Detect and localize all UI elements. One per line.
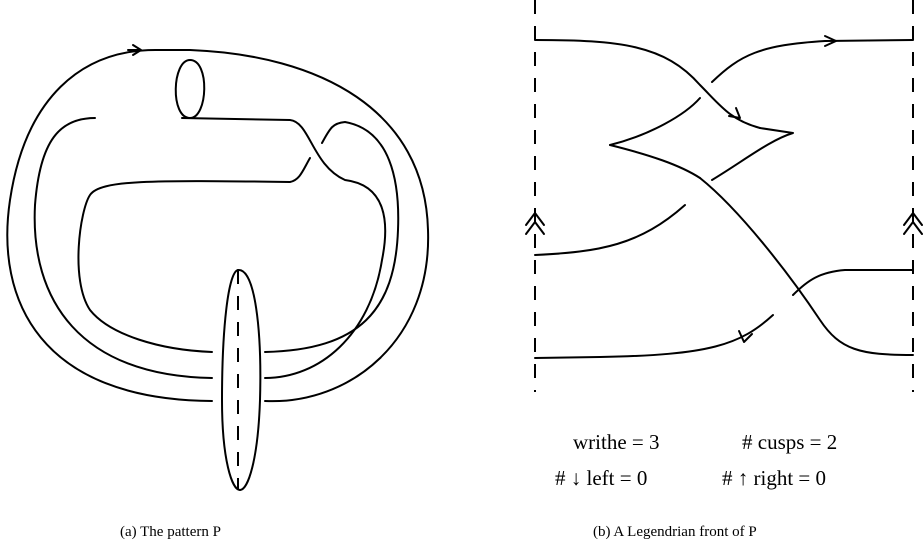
middle-strand-right (181, 117, 387, 379)
middle-strand (33, 117, 213, 379)
top-arrow (824, 35, 837, 47)
top-strand (534, 39, 761, 129)
cusp-lower (609, 144, 701, 179)
caption-right: (b) A Legendrian front of P (593, 524, 757, 540)
lower-left-strand (534, 204, 686, 256)
pattern-diagram (6, 44, 430, 491)
middle-arrow (728, 107, 741, 119)
cusps-label: # cusps = 2 (742, 430, 837, 454)
inner-strand (77, 157, 311, 353)
lower-right-strand (792, 269, 914, 296)
inner-strand-right (264, 121, 400, 353)
meridian-ring-front (237, 269, 262, 491)
up-right-label: # ↑ right = 0 (722, 466, 826, 490)
caption-left: (a) The pattern P (120, 524, 221, 540)
direction-arrow (127, 44, 142, 56)
cusp-right (711, 127, 794, 181)
cusp-upper (609, 97, 701, 146)
left-double-arrow (525, 212, 545, 235)
right-double-arrow (903, 212, 923, 235)
outer-strand (6, 48, 430, 403)
writhe-label: writhe = 3 (573, 430, 660, 454)
bottom-arrow (738, 330, 753, 343)
legendrian-front (525, 0, 923, 392)
top-right-strand (711, 39, 914, 83)
down-left-label: # ↓ left = 0 (555, 466, 647, 490)
clasp-loop (174, 59, 206, 119)
meridian-ring-left (221, 269, 241, 491)
long-diagonal (699, 177, 914, 356)
bottom-strand (534, 314, 774, 359)
